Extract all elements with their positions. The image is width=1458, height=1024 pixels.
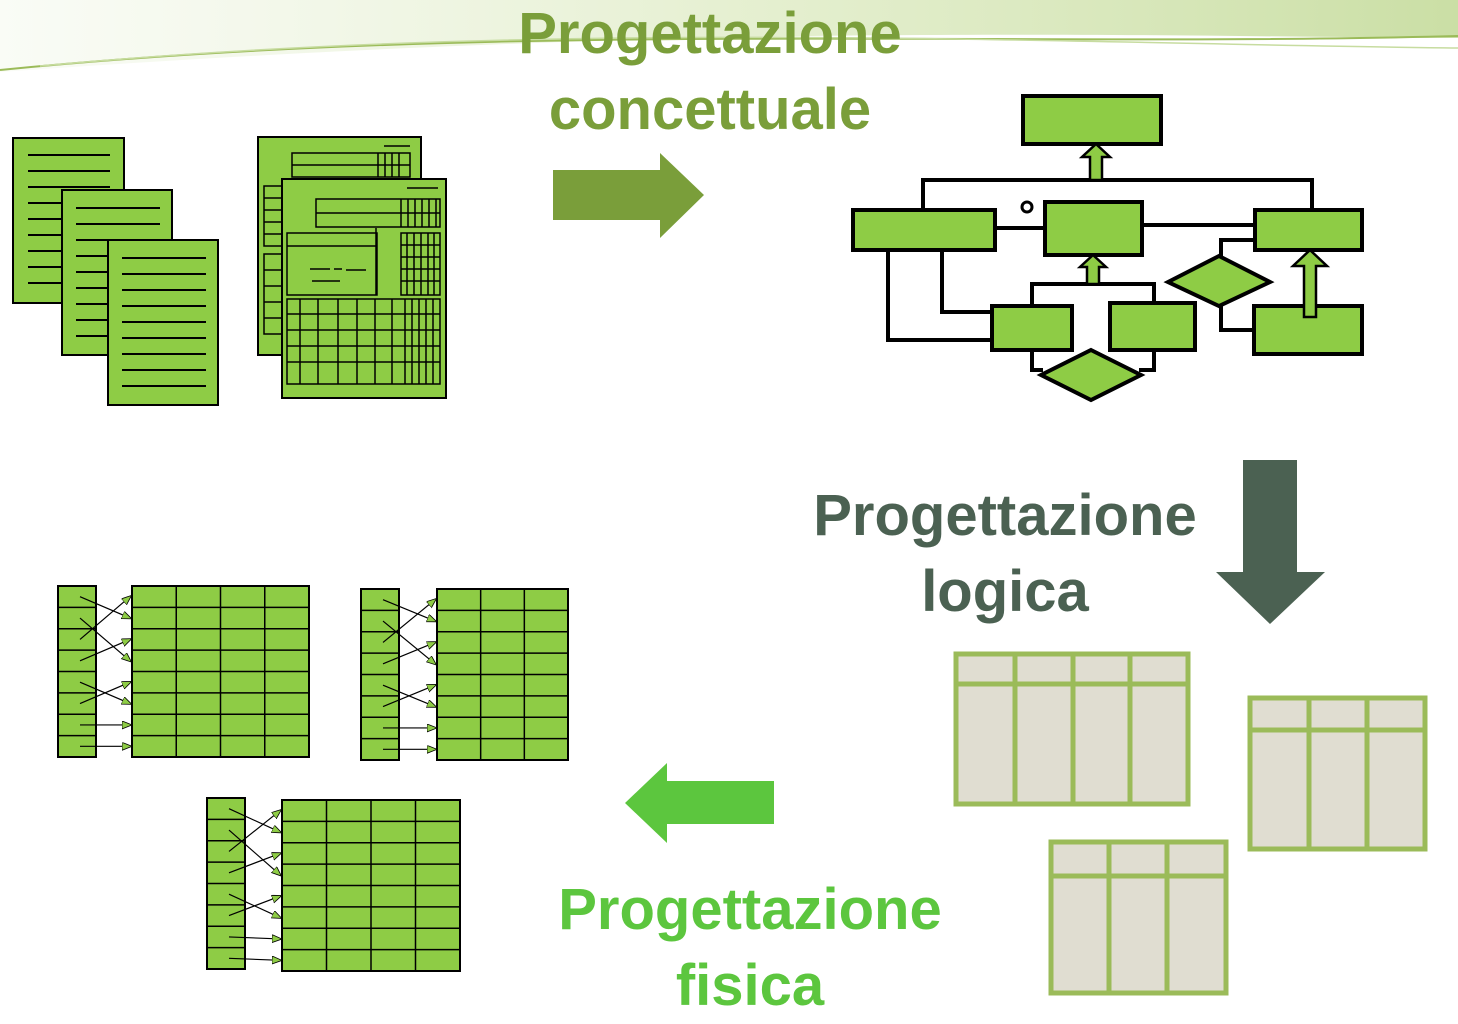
er-entities: [851, 94, 1364, 356]
physical-design-label: Progettazione fisica: [510, 872, 990, 1024]
conceptual-phase-arrow: [553, 153, 704, 238]
logical-label-line1: Progettazione: [813, 483, 1197, 548]
er-isa-arrows: [1076, 142, 1331, 319]
er-relationships: [1036, 253, 1275, 403]
stacked-documents-icon: [12, 137, 219, 406]
conceptual-label-line2: concettuale: [548, 77, 872, 142]
physical-phase-arrow: [625, 763, 774, 843]
relational-tables-icon: [953, 651, 1428, 996]
physical-label-line1: Progettazione: [558, 877, 942, 942]
logical-table-1: [953, 651, 1191, 807]
physical-label-line2: fisica: [675, 953, 825, 1018]
conceptual-label-line1: Progettazione: [518, 1, 902, 66]
logical-label-line2: logica: [921, 559, 1089, 624]
document-front: [107, 239, 219, 406]
indexed-table-2: [360, 588, 569, 761]
logical-table-3: [1048, 839, 1229, 996]
conceptual-design-label: Progettazione concettuale: [470, 0, 950, 148]
logical-design-label: Progettazione logica: [770, 478, 1240, 630]
form-front: [281, 178, 447, 399]
logical-table-2: [1247, 695, 1428, 852]
header-swoosh: [0, 0, 1458, 72]
indexed-tables-icon: [57, 585, 569, 972]
indexed-table-3: [206, 797, 461, 972]
indexed-table-1: [57, 585, 310, 758]
stacked-forms-icon: [257, 136, 447, 399]
er-participation-marker: [1020, 200, 1034, 214]
logical-phase-arrow: [1216, 460, 1325, 624]
er-diagram-icon: [851, 94, 1364, 403]
